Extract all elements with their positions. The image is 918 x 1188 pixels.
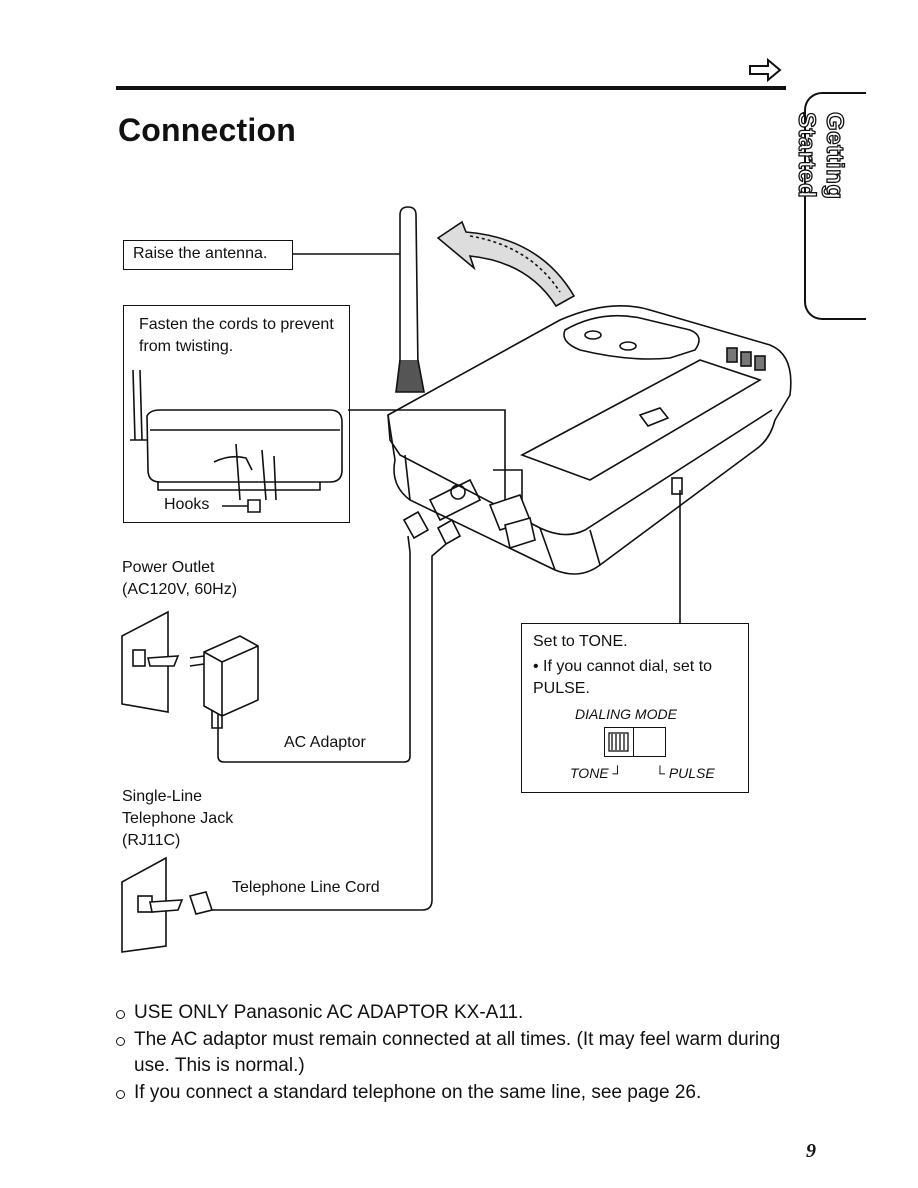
connection-diagram [121, 206, 792, 953]
pulse-text: PULSE [668, 765, 715, 781]
base-unit [387, 305, 792, 575]
section-tab-label: Getting Started [792, 111, 848, 200]
antenna-callout: Raise the antenna. [123, 240, 293, 270]
dialing-mode-switch-knob [604, 727, 634, 757]
curved-arrow-icon [436, 220, 576, 308]
hooks-instruction: Fasten the cords to prevent from twistin… [139, 316, 334, 355]
note-text: If you connect a standard telephone on t… [134, 1082, 702, 1103]
dialing-note: • If you cannot dial, set to PULSE. [533, 658, 713, 697]
notes-list: USE ONLY Panasonic AC ADAPTOR KX-A11. Th… [116, 1000, 816, 1107]
jack-line-2: Telephone Jack [122, 810, 234, 827]
jack-line-1: Single-Line [122, 788, 203, 805]
antenna-callout-text: Raise the antenna. [133, 245, 268, 262]
hooks-drawing [130, 369, 343, 513]
page-number: 9 [806, 1140, 816, 1162]
note-item: USE ONLY Panasonic AC ADAPTOR KX-A11. [116, 1000, 816, 1026]
bullet-icon [116, 1037, 125, 1046]
power-outlet-label: Power Outlet (AC120V, 60Hz) [122, 557, 322, 601]
dialing-mode-callout [521, 623, 749, 793]
tone-text: TONE [570, 765, 609, 781]
ac-adaptor-label: AC Adaptor [284, 734, 366, 751]
ac-adaptor-drawing [189, 635, 259, 729]
pulse-label: └ PULSE [655, 765, 715, 781]
power-outlet-title: Power Outlet [122, 559, 215, 576]
pulse-tick: └ [655, 765, 669, 781]
telephone-jack-label: Single-Line Telephone Jack (RJ11C) [122, 786, 322, 852]
tone-label: TONE ┘ [570, 765, 622, 781]
note-text: The AC adaptor must remain connected at … [134, 1029, 781, 1076]
note-item: The AC adaptor must remain connected at … [116, 1027, 816, 1079]
hooks-label: Hooks [164, 496, 210, 513]
dialing-set-instruction: Set to TONE. [533, 633, 628, 650]
note-item: If you connect a standard telephone on t… [116, 1080, 816, 1106]
power-outlet-spec: (AC120V, 60Hz) [122, 581, 238, 598]
antenna [399, 206, 419, 371]
line-cord-label: Telephone Line Cord [232, 879, 380, 896]
header-rule [116, 86, 786, 90]
bullet-icon [116, 1090, 125, 1099]
switch-ridges-icon [608, 732, 629, 752]
page-title: Connection [118, 112, 296, 148]
section-tab [804, 92, 866, 320]
note-text: USE ONLY Panasonic AC ADAPTOR KX-A11. [134, 1002, 524, 1023]
jack-line-3: (RJ11C) [122, 832, 181, 849]
bullet-icon [116, 1010, 125, 1019]
right-arrow-icon [749, 58, 782, 82]
hooks-callout [123, 305, 350, 523]
dialing-mode-label: DIALING MODE [575, 706, 677, 722]
tone-tick: ┘ [608, 765, 623, 781]
